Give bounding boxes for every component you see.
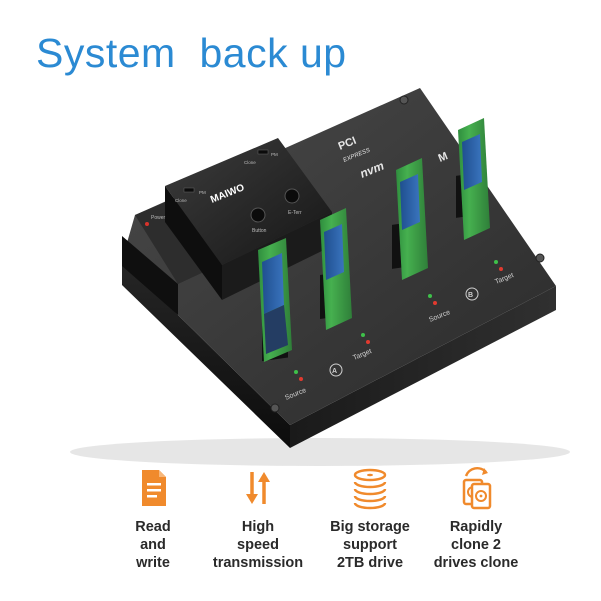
ssd-drive-1 bbox=[258, 238, 292, 362]
led-green bbox=[494, 260, 498, 264]
group-b-marker bbox=[465, 287, 479, 301]
speed-arrows-icon bbox=[246, 472, 270, 504]
led-green bbox=[294, 370, 298, 374]
feature-label-line: write bbox=[136, 555, 170, 571]
feature-label: Read and write bbox=[83, 518, 223, 572]
led-red bbox=[366, 340, 370, 344]
disk-stack-icon bbox=[353, 468, 387, 510]
e-term-knob bbox=[284, 188, 300, 204]
screw-icon bbox=[270, 403, 280, 413]
feature-label-line: drives clone bbox=[433, 555, 519, 571]
rear-block-front bbox=[122, 236, 178, 315]
mode-switch-2 bbox=[257, 149, 269, 155]
led-red bbox=[499, 267, 503, 271]
button-label: Button bbox=[252, 228, 267, 234]
power-led bbox=[145, 222, 149, 226]
group-a-label: A bbox=[332, 368, 337, 375]
pm-label: PM bbox=[199, 190, 206, 195]
power-label: Power bbox=[151, 215, 166, 221]
pm-label-2: PM bbox=[271, 152, 278, 157]
e-term-label: E-Terr bbox=[288, 210, 302, 216]
feature-label-line: clone 2 bbox=[451, 537, 501, 553]
clone-drives-icon bbox=[462, 466, 492, 510]
group-b-label: B bbox=[468, 292, 473, 299]
feature-label-line: speed bbox=[237, 537, 279, 553]
base-front bbox=[122, 260, 290, 448]
ssd-drive-2 bbox=[320, 208, 352, 330]
device-shadow bbox=[70, 438, 570, 466]
brand-logo-top: M bbox=[437, 150, 450, 165]
document-icon bbox=[142, 470, 166, 506]
mode-switch bbox=[183, 187, 195, 193]
feature-label-line: and bbox=[140, 537, 166, 553]
button-knob bbox=[250, 207, 266, 223]
clone-label-2: Clone bbox=[244, 160, 256, 165]
feature-label-line: support bbox=[343, 537, 397, 553]
feature-label-line: Big storage bbox=[330, 519, 410, 535]
features-row: Read and write High speed transmission bbox=[0, 466, 601, 596]
ssd-drive-3 bbox=[392, 158, 428, 280]
control-top bbox=[165, 138, 332, 265]
led-green bbox=[428, 294, 432, 298]
product-image: MAIWO Button E-Terr Clone PM Clone PM Po… bbox=[70, 88, 570, 466]
feature-label: Big storage support 2TB drive bbox=[300, 518, 440, 572]
feature-label: High speed transmission bbox=[188, 518, 328, 572]
base-side bbox=[290, 286, 556, 448]
led-green bbox=[361, 333, 365, 337]
feature-rapid-clone: Rapidly clone 2 drives clone bbox=[406, 466, 546, 572]
feature-big-storage: Big storage support 2TB drive bbox=[300, 466, 440, 572]
headline: System back up bbox=[36, 30, 347, 76]
ssd-drive-4 bbox=[456, 118, 490, 240]
feature-label-line: Rapidly bbox=[449, 519, 503, 535]
control-front bbox=[165, 186, 222, 300]
feature-read-write: Read and write bbox=[83, 466, 223, 572]
screw-icon bbox=[535, 253, 545, 263]
led-red bbox=[433, 301, 437, 305]
feature-label-line: 2TB drive bbox=[336, 555, 404, 571]
feature-label-line: Read bbox=[135, 519, 171, 535]
feature-label-line: transmission bbox=[212, 555, 304, 571]
feature-high-speed: High speed transmission bbox=[188, 466, 328, 572]
group-a-marker bbox=[329, 363, 343, 377]
clone-label: Clone bbox=[175, 198, 187, 203]
feature-label: Rapidly clone 2 drives clone bbox=[406, 518, 546, 572]
feature-label-line: High bbox=[241, 519, 275, 535]
led-red bbox=[299, 377, 303, 381]
screw-icon bbox=[399, 95, 409, 105]
